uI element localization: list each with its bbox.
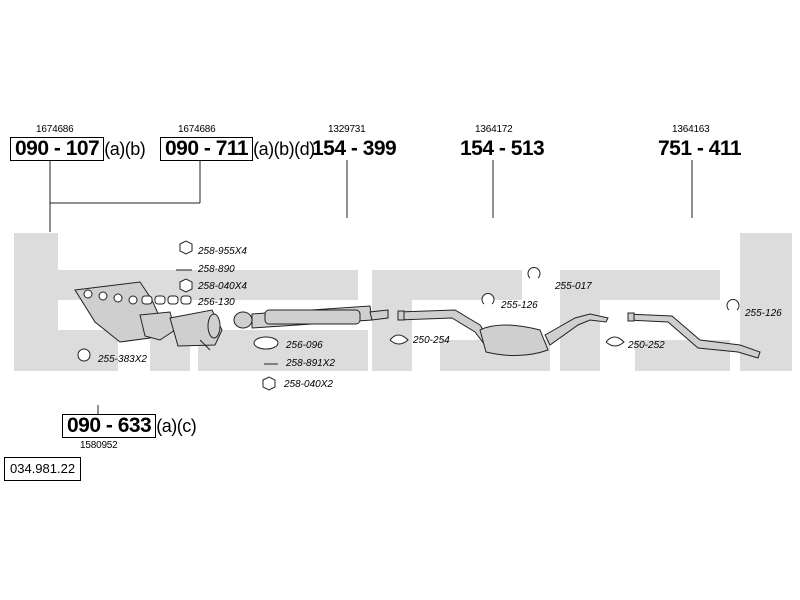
part-label: 255-126	[745, 308, 782, 319]
nut-icon	[179, 278, 193, 293]
ring-icon	[77, 348, 91, 362]
catalytic-converter	[169, 309, 223, 351]
part-label: 255-126	[501, 300, 538, 311]
group-label-1: 090 - 107(a)(b)	[10, 137, 146, 161]
part-label: 250-252	[628, 340, 665, 351]
group-label-6: 090 - 633(a)(c)	[62, 414, 197, 438]
part-number-3: 1329731	[328, 124, 366, 135]
part-label: 258-040X2	[284, 379, 333, 390]
group-suffix-6: (a)(c)	[156, 416, 197, 436]
group-suffix-2: (a)(b)(d)	[253, 139, 315, 159]
part-label: 250-254	[413, 335, 450, 346]
part-number-5: 1364163	[672, 124, 710, 135]
reference-number: 034.981.22	[4, 457, 82, 481]
clamp-icon	[726, 299, 740, 311]
clamp-icon	[527, 267, 541, 279]
front-muffler	[233, 305, 389, 329]
group-label-2: 090 - 711(a)(b)(d)	[160, 137, 315, 161]
part-label: 256-096	[286, 340, 323, 351]
leader-lines	[49, 160, 693, 414]
clamp-icon	[481, 293, 495, 305]
part-number-1: 1674686	[36, 124, 74, 135]
part-label: 258-890	[198, 264, 235, 275]
part-number-4: 1364172	[475, 124, 513, 135]
group-suffix-1: (a)(b)	[104, 139, 146, 159]
exhaust-manifold	[74, 281, 176, 343]
center-muffler	[397, 309, 609, 356]
part-number-6: 1580952	[80, 440, 118, 451]
gasket-icon	[253, 336, 279, 350]
part-number-2: 1674686	[178, 124, 216, 135]
group-code-3: 154 - 399	[312, 137, 397, 160]
part-label: 258-891X2	[286, 358, 335, 369]
group-code-4: 154 - 513	[460, 137, 545, 160]
rear-pipe	[627, 312, 761, 359]
group-code-5: 751 - 411	[658, 137, 742, 160]
gasket-icon	[141, 295, 192, 305]
nut-icon	[262, 376, 276, 391]
hardware-icons	[77, 240, 740, 391]
group-code-2: 090 - 711	[160, 137, 254, 161]
part-label: 255-017	[555, 281, 592, 292]
part-label: 256-130	[198, 297, 235, 308]
part-label: 258-955X4	[198, 246, 247, 257]
rubber-mount-icon	[605, 336, 625, 347]
rubber-mount-icon	[389, 334, 409, 345]
part-label: 258-040X4	[198, 281, 247, 292]
group-code-6: 090 - 633	[62, 414, 157, 438]
nut-icon	[179, 240, 193, 255]
group-code-1: 090 - 107	[10, 137, 105, 161]
part-label: 255-383X2	[98, 354, 147, 365]
